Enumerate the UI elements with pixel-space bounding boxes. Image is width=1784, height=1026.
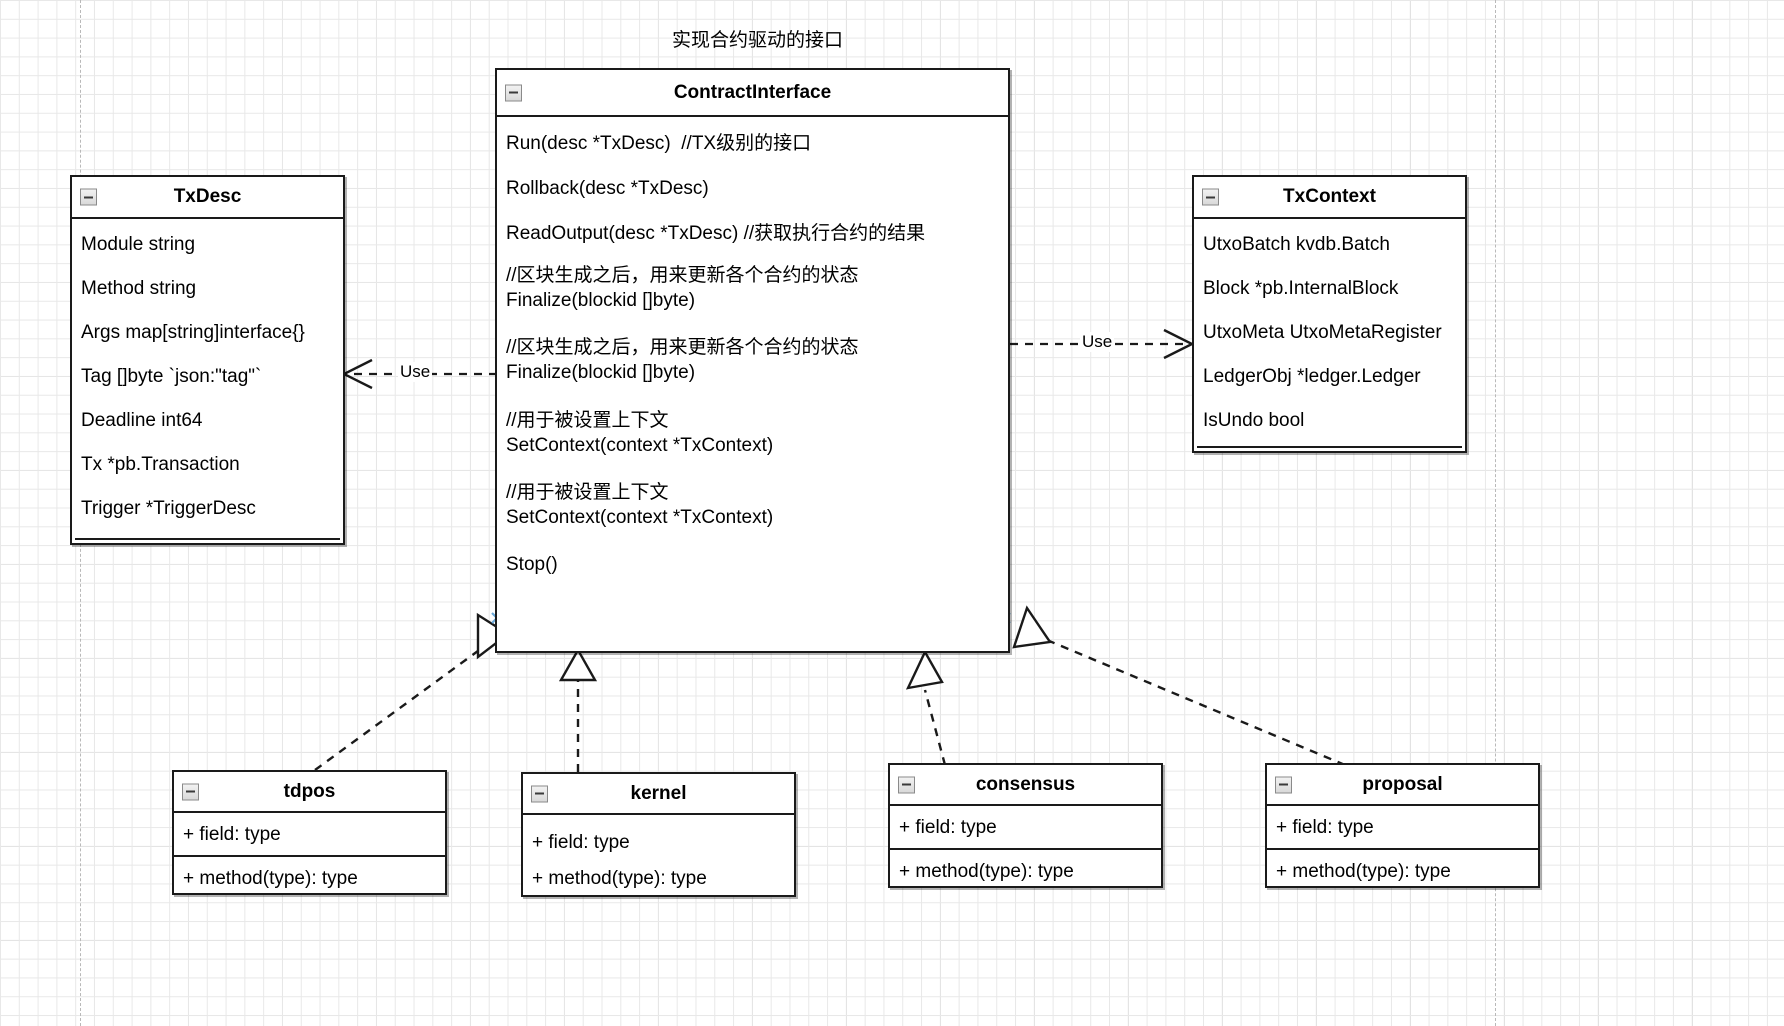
use-label-right: Use — [1080, 332, 1115, 352]
minus-box-icon[interactable] — [1202, 188, 1219, 206]
class-box-consensus[interactable]: consensus + field: type + method(type): … — [888, 763, 1163, 888]
minus-box-icon[interactable] — [182, 783, 199, 800]
field-row: + field: type — [532, 832, 630, 853]
class-header-consensus: consensus — [890, 765, 1161, 806]
class-name-contract-interface: ContractInterface — [673, 81, 832, 103]
method-row: + method(type): type — [532, 868, 707, 889]
realize-arrowhead-consensus — [905, 649, 944, 690]
member-row: Block *pb.InternalBlock — [1203, 278, 1399, 300]
field-row: + field: type — [899, 817, 997, 838]
minus-box-icon[interactable] — [80, 188, 97, 206]
realize-arrowhead-kernel — [558, 647, 598, 682]
minus-box-icon[interactable] — [505, 84, 522, 101]
realize-line-consensus — [923, 689, 947, 766]
realize-arrowhead-proposal — [1012, 605, 1053, 649]
class-name-tx-context: TxContext — [1283, 186, 1376, 207]
class-box-tdpos[interactable]: tdpos + field: type + method(type): type — [172, 770, 447, 895]
member-row: Deadline int64 — [81, 410, 203, 432]
class-members-tx-desc: Module string Method string Args map[str… — [72, 219, 343, 543]
class-name-consensus: consensus — [975, 773, 1076, 795]
class-header-tx-desc: TxDesc — [72, 177, 343, 219]
class-members-tx-context: UtxoBatch kvdb.Batch Block *pb.InternalB… — [1194, 219, 1465, 451]
member-row: //区块生成之后，用来更新各个合约的状态 Finalize(blockid []… — [506, 265, 859, 312]
minus-box-icon[interactable] — [531, 785, 548, 802]
class-methods-tdpos: + method(type): type — [174, 855, 445, 895]
class-bottom-rule — [75, 538, 340, 540]
minus-box-icon[interactable] — [898, 776, 915, 793]
member-row: Trigger *TriggerDesc — [81, 498, 256, 520]
method-row: + method(type): type — [899, 861, 1074, 882]
class-name-tx-desc: TxDesc — [173, 186, 242, 207]
class-methods-proposal: + method(type): type — [1267, 848, 1538, 888]
realize-line-proposal — [1034, 633, 1346, 767]
member-row: UtxoBatch kvdb.Batch — [1203, 234, 1390, 255]
class-name-tdpos: tdpos — [283, 780, 336, 802]
member-row: Run(desc *TxDesc) //TX级别的接口 — [506, 133, 812, 154]
member-row: Module string — [81, 234, 196, 255]
class-methods-kernel: + method(type): type — [523, 857, 794, 897]
class-fields-kernel: + field: type — [523, 815, 794, 857]
method-row: + method(type): type — [183, 868, 358, 889]
use-arrowhead-right — [1163, 328, 1195, 360]
class-header-kernel: kernel — [523, 774, 794, 815]
member-row: ReadOutput(desc *TxDesc) //获取执行合约的结果 — [506, 223, 926, 245]
member-row: IsUndo bool — [1203, 410, 1305, 432]
class-bottom-rule — [1197, 446, 1462, 448]
class-header-contract-interface: ContractInterface — [497, 70, 1008, 117]
class-box-proposal[interactable]: proposal + field: type + method(type): t… — [1265, 763, 1540, 888]
member-row: //区块生成之后，用来更新各个合约的状态 Finalize(blockid []… — [506, 337, 859, 384]
member-row: LedgerObj *ledger.Ledger — [1203, 366, 1421, 388]
member-row: //用于被设置上下文 SetContext(context *TxContext… — [506, 481, 774, 528]
class-header-tdpos: tdpos — [174, 772, 445, 813]
field-row: + field: type — [1276, 817, 1374, 838]
realize-line-tdpos — [314, 639, 494, 771]
class-fields-consensus: + field: type — [890, 806, 1161, 848]
member-row: Tag []byte `json:"tag"` — [81, 366, 262, 388]
use-label-left: Use — [398, 362, 433, 382]
member-row: Tx *pb.Transaction — [81, 454, 240, 476]
class-name-proposal: proposal — [1362, 773, 1443, 795]
method-row: + method(type): type — [1276, 861, 1451, 882]
class-methods-consensus: + method(type): type — [890, 848, 1161, 888]
class-header-tx-context: TxContext — [1194, 177, 1465, 219]
class-box-kernel[interactable]: kernel + field: type + method(type): typ… — [521, 772, 796, 897]
class-fields-tdpos: + field: type — [174, 813, 445, 855]
minus-box-icon[interactable] — [1275, 776, 1292, 793]
member-row: Args map[string]interface{} — [81, 322, 305, 344]
diagram-title: 实现合约驱动的接口 — [672, 30, 844, 51]
member-row: Rollback(desc *TxDesc) — [506, 178, 709, 200]
class-members-contract-interface: Run(desc *TxDesc) //TX级别的接口 Rollback(des… — [497, 117, 1008, 651]
member-row: Stop() — [506, 553, 558, 575]
member-row: //用于被设置上下文 SetContext(context *TxContext… — [506, 409, 774, 456]
class-header-proposal: proposal — [1267, 765, 1538, 806]
class-name-kernel: kernel — [630, 782, 687, 804]
class-box-contract-interface[interactable]: ContractInterface Run(desc *TxDesc) //TX… — [495, 68, 1010, 653]
class-box-tx-context[interactable]: TxContext UtxoBatch kvdb.Batch Block *pb… — [1192, 175, 1467, 453]
field-row: + field: type — [183, 824, 281, 845]
use-arrowhead-left — [341, 358, 373, 390]
class-fields-proposal: + field: type — [1267, 806, 1538, 848]
member-row: Method string — [81, 278, 197, 300]
member-row: UtxoMeta UtxoMetaRegister — [1203, 322, 1442, 344]
page-guide-right — [1495, 0, 1496, 1026]
class-box-tx-desc[interactable]: TxDesc Module string Method string Args … — [70, 175, 345, 545]
